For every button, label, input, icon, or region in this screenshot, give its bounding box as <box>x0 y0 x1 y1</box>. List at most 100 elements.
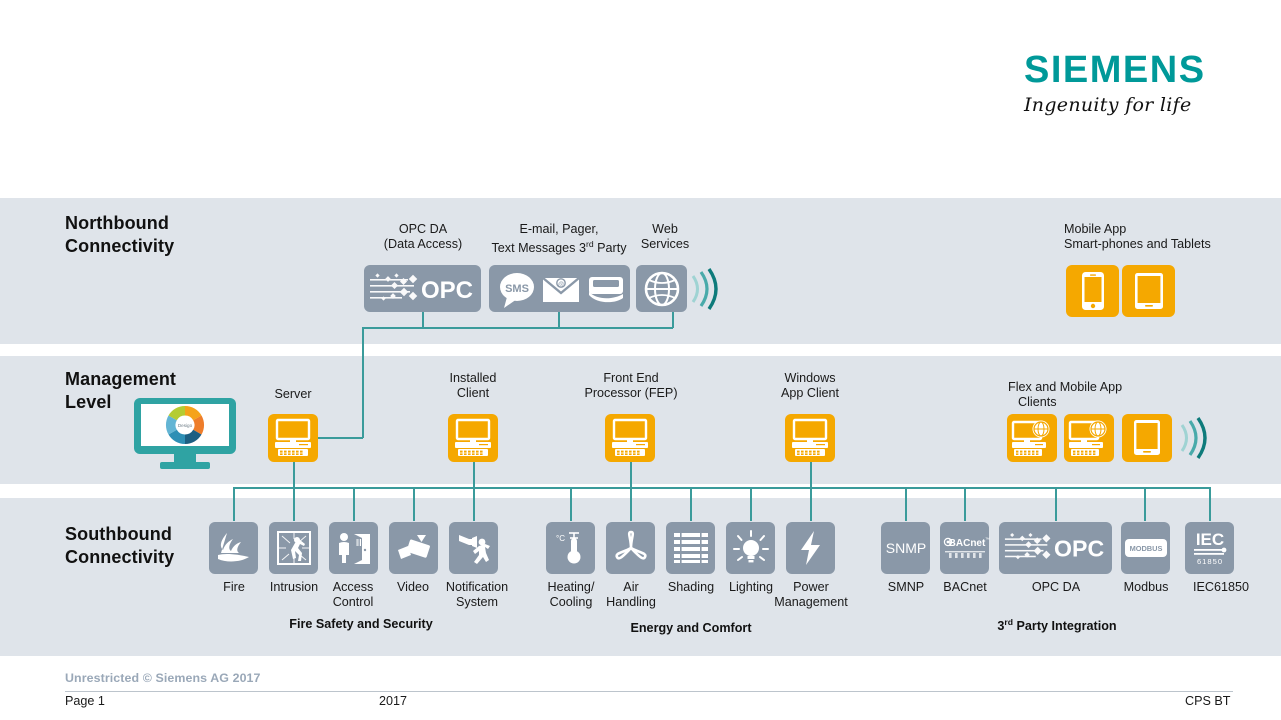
opc-da-tile[interactable]: OPC <box>364 265 481 312</box>
heating-cooling-tile[interactable]: °C <box>546 522 595 574</box>
shading-tile[interactable] <box>666 522 715 574</box>
label-modbus: Modbus <box>1110 580 1182 595</box>
flame-icon <box>217 533 249 562</box>
connector-web-drop <box>672 312 674 328</box>
tablet-icon <box>1134 273 1163 309</box>
opc-wordmark: OPC <box>421 277 473 304</box>
notification-system-tile[interactable] <box>449 522 498 574</box>
desktop-computer-icon <box>612 418 648 456</box>
snmp-tile[interactable]: SNMP <box>881 522 930 574</box>
label-video-line1: Video <box>397 580 429 594</box>
connector-lighting-riser <box>750 487 752 521</box>
modbus-tile[interactable]: MODBUS <box>1121 522 1170 574</box>
monitor-base <box>160 462 210 469</box>
caption-opc-da: OPC DA (Data Access) <box>362 222 484 252</box>
footer-page: Page 1 <box>65 694 105 708</box>
label-intrusion: Intrusion <box>258 580 330 595</box>
lightbulb-icon <box>732 530 769 563</box>
windows-app-client-tile[interactable] <box>785 414 835 462</box>
connector-server-drop <box>293 462 295 488</box>
iec-wordmark: IEC <box>1195 530 1223 549</box>
connector-modbus-riser <box>1144 487 1146 521</box>
modbus-logo-icon: MODBUS <box>1124 539 1167 557</box>
group-label-energy-comfort: Energy and Comfort <box>630 621 752 635</box>
bacnet-tile[interactable]: BACnet ™ <box>940 522 990 574</box>
caption-mobile-app-line2: Smart-phones and Tablets <box>1064 237 1211 251</box>
connector-access-riser <box>353 487 355 521</box>
label-bacnet-line1: BACnet <box>943 580 987 594</box>
connector-iec-riser <box>1209 487 1211 521</box>
caption-fep-line1: Front End <box>603 371 659 385</box>
southbound-row-title: Southbound Connectivity <box>65 523 174 569</box>
connector-north-to-server-horizontal <box>318 437 363 439</box>
wifi-arcs-icon-mgmt <box>1180 417 1207 459</box>
intrusion-tile[interactable] <box>269 522 318 574</box>
web-client-computer-icon <box>1068 420 1107 456</box>
smartphone-tile[interactable] <box>1066 265 1119 317</box>
caption-web-services-line2: Services <box>640 237 690 251</box>
desigo-donut-icon: Desigo <box>165 405 205 445</box>
opc-logo-icon: OPC <box>369 272 473 304</box>
blinds-icon <box>673 533 708 563</box>
caption-windows-app-client-line1: Windows <box>784 371 836 385</box>
footer-year: 2017 <box>379 694 408 708</box>
label-fire-line1: Fire <box>223 580 245 594</box>
caption-web-services: Web Services <box>634 222 696 252</box>
video-tile[interactable] <box>389 522 438 574</box>
label-notification-system-line2: System <box>456 595 498 609</box>
connector-messaging-drop <box>558 312 560 328</box>
air-handling-tile[interactable] <box>606 522 655 574</box>
opc-da-south-tile[interactable]: OPC <box>999 522 1112 574</box>
label-shading-line1: Shading <box>667 580 715 594</box>
connector-southbound-bus <box>233 487 1210 489</box>
access-control-tile[interactable] <box>329 522 378 574</box>
label-snmp: SMNP <box>871 580 941 595</box>
server-tile[interactable] <box>268 414 318 462</box>
connector-northbound-bus <box>362 327 673 329</box>
footer-divider <box>65 691 1233 692</box>
label-lighting-line1: Lighting <box>728 580 774 594</box>
caption-flex-clients-line2: Clients <box>1018 395 1057 409</box>
label-fire: Fire <box>199 580 269 595</box>
caption-opc-da-line1: OPC DA <box>398 222 448 236</box>
globe-overlay-icon <box>1089 420 1107 438</box>
label-access-control-line1: Access <box>332 580 374 594</box>
caption-messaging-line1: E-mail, Pager, <box>519 222 599 236</box>
messaging-tile[interactable]: SMS @ <box>489 265 630 312</box>
caption-opc-da-line2: (Data Access) <box>383 237 463 251</box>
power-management-tile[interactable] <box>786 522 835 574</box>
siemens-claim: Ingenuity for life <box>1024 94 1192 116</box>
bacnet-wordmark: BACnet <box>948 538 985 549</box>
fep-tile[interactable] <box>605 414 655 462</box>
smartphone-icon <box>1081 272 1104 310</box>
siemens-wordmark: SIEMENS <box>1024 49 1206 91</box>
opc-wordmark: OPC <box>1054 536 1104 562</box>
desktop-computer-icon <box>455 418 491 456</box>
desigo-wordmark: Desigo <box>178 423 193 428</box>
caption-installed-client-line2: Client <box>456 386 490 400</box>
connector-intrusion-riser <box>293 487 295 521</box>
web-services-tile[interactable] <box>636 265 687 312</box>
flex-tablet-tile[interactable] <box>1122 414 1172 462</box>
label-intrusion-line1: Intrusion <box>269 580 319 594</box>
flex-client-tile-2[interactable] <box>1064 414 1114 462</box>
fire-tile[interactable] <box>209 522 258 574</box>
label-heating-cooling-line1: Heating/ <box>547 580 595 594</box>
caption-installed-client-line1: Installed <box>449 371 497 385</box>
label-access-control-line2: Control <box>332 595 374 609</box>
connector-fep-drop <box>630 462 632 488</box>
installed-client-tile[interactable] <box>448 414 498 462</box>
flex-client-tile-1[interactable] <box>1007 414 1057 462</box>
label-power-management-line2: Management <box>774 595 848 609</box>
iec-tile[interactable]: IEC 61850 <box>1185 522 1234 574</box>
tablet-tile[interactable] <box>1122 265 1175 317</box>
connector-opcda-riser <box>1055 487 1057 521</box>
bacnet-logo-icon: BACnet ™ <box>943 537 990 558</box>
lighting-tile[interactable] <box>726 522 775 574</box>
connector-bacnet-riser <box>964 487 966 521</box>
envelope-icon: @ <box>541 276 580 302</box>
caption-messaging: E-mail, Pager, Text Messages 3rd Party <box>484 222 634 256</box>
connector-north-to-server-vertical <box>362 327 364 438</box>
monitor-neck <box>174 454 196 463</box>
person-glyph <box>338 533 349 563</box>
